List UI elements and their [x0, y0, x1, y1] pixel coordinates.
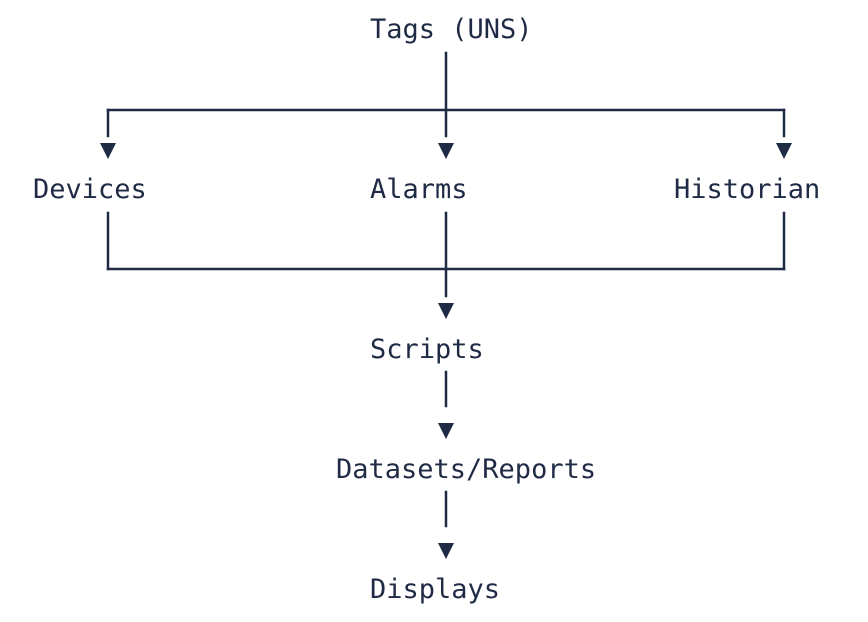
node-labels: Tags (UNS) Devices Alarms Historian Scri… [33, 14, 820, 605]
node-scripts: Scripts [370, 334, 484, 365]
arrow-to-alarms-icon [438, 143, 454, 159]
node-datasets-reports: Datasets/Reports [336, 454, 596, 485]
arrow-to-devices-icon [100, 143, 116, 159]
arrow-to-scripts-icon [438, 303, 454, 319]
chain-connectors [438, 370, 454, 559]
arrow-to-historian-icon [776, 143, 792, 159]
fan-out-connectors [100, 51, 792, 159]
node-tags-uns: Tags (UNS) [370, 14, 533, 45]
arrow-to-datasets-reports-icon [438, 423, 454, 439]
node-devices: Devices [33, 174, 147, 205]
fan-in-connectors [106, 211, 786, 319]
node-alarms: Alarms [370, 174, 468, 205]
arrow-to-displays-icon [438, 543, 454, 559]
node-historian: Historian [674, 174, 820, 205]
node-displays: Displays [370, 574, 500, 605]
